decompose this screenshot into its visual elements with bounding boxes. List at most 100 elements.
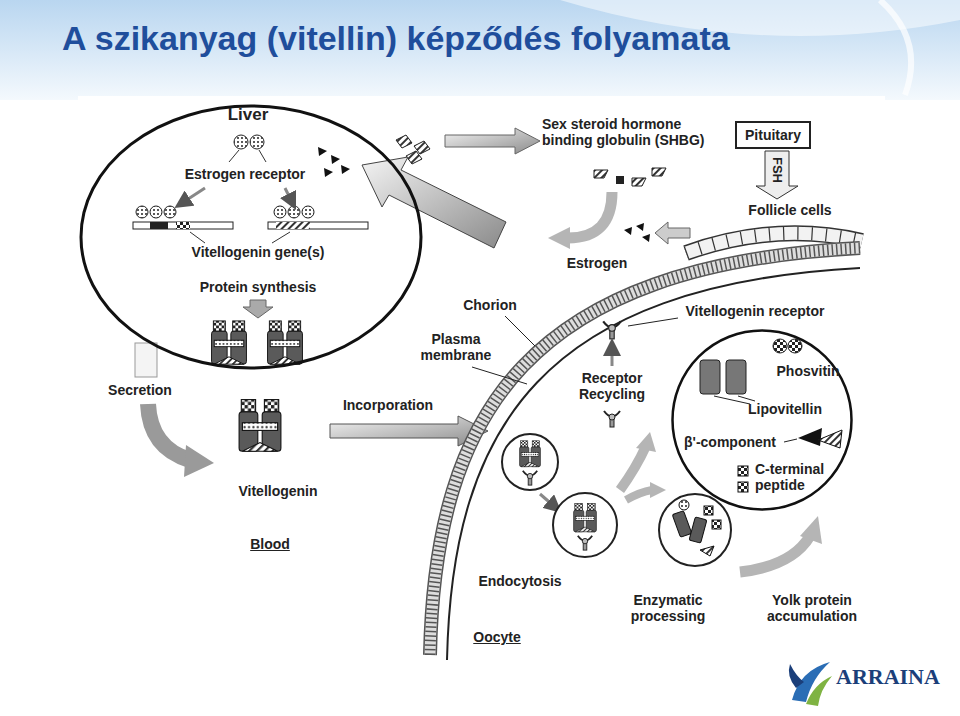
endocytosis-vesicles-part (700, 546, 714, 556)
endocytosis-vesicles-part (520, 441, 541, 467)
endocytosis-vesicles-part (689, 517, 707, 543)
endocytosis-vesicles-part (712, 520, 721, 529)
shbg-illustration-part (445, 128, 540, 154)
shbg-illustration-part (568, 192, 612, 238)
secretion-arrow-part (184, 445, 214, 477)
logo-icon (789, 662, 832, 706)
receptor-cycle-part (604, 411, 620, 427)
endocytosis-vesicles (502, 434, 822, 572)
yolk-illustration-part (773, 339, 787, 353)
yolk-component: Phosvitin (776, 363, 839, 379)
outline-shape (81, 106, 421, 368)
receptor-cycle-part (650, 482, 666, 498)
logo-icon-part (789, 664, 804, 688)
process-label: Incorporation (343, 397, 433, 413)
liver-illustration-part (268, 321, 303, 364)
oocyte-envelope-part (628, 318, 678, 326)
oocyte-envelope-part (472, 367, 527, 384)
endocytosis-vesicles-part (679, 500, 689, 510)
hormone-label: FSH (770, 157, 785, 183)
yolk-illustration-part (700, 360, 720, 394)
endocytosis-vesicles-part (740, 536, 810, 572)
liver-illustration-part (274, 206, 286, 218)
yolk-illustration-part (818, 430, 842, 448)
receptor-label: Vitellogenin receptor (686, 303, 825, 319)
yolk-illustration-part (788, 339, 802, 353)
endocytosis-vesicles-part (523, 471, 537, 485)
gland-box: Pituitary (735, 121, 811, 149)
shbg-illustration-part (362, 157, 506, 248)
yolk-illustration-part (738, 466, 748, 476)
shbg-illustration-part (655, 222, 690, 244)
layer-label: Plasma membrane (415, 331, 497, 363)
liver-illustration-part (268, 222, 368, 229)
hormone-label: Estrogen (567, 255, 628, 271)
vitellogenin-protein (239, 400, 281, 452)
process-label: Receptor Recycling (570, 370, 654, 402)
liver-illustration-part (212, 321, 247, 364)
endocytosis-vesicles-part (553, 493, 617, 557)
secretion-arrow-part (148, 404, 190, 460)
outline (78, 103, 424, 371)
yolk-illustration-part (726, 360, 746, 394)
callout-label: Sex steroid hormone binding globulin (SH… (542, 116, 730, 148)
cell-label: Follicle cells (748, 202, 831, 218)
compartment-label: Blood (250, 536, 290, 552)
process-label: Protein synthesis (200, 279, 317, 295)
liver-illustration-part (150, 222, 168, 229)
logo-text: ARRAINA (836, 664, 940, 689)
shbg-illustration-part (594, 168, 666, 186)
liver-illustration-part (243, 300, 273, 318)
yolk-illustration-part (784, 439, 797, 442)
yolk-illustration-part (798, 428, 822, 446)
slide-title: A szikanyag (vitellin) képződés folyamat… (62, 18, 730, 59)
layer-label: Chorion (463, 297, 517, 313)
shbg-illustration-part (616, 176, 624, 184)
receptor-cycle-part (620, 446, 646, 490)
receptor-cycle-part (636, 432, 656, 452)
process-label: Enzymatic processing (620, 592, 716, 624)
liver-illustration-part (250, 135, 264, 149)
outline-shape (673, 331, 852, 510)
receptor-cycle (603, 321, 666, 500)
process-label: Yolk protein accumulation (754, 592, 870, 624)
endocytosis-vesicles-part (704, 506, 713, 515)
yolk-circle: PhosvitinLipovitellinβ'-componentC-termi… (670, 328, 854, 512)
liver-illustration-part (133, 222, 233, 229)
endocytosis-vesicles-part (578, 536, 592, 550)
liver-illustration-part (234, 135, 248, 149)
liver-illustration-part (285, 188, 292, 202)
endocytosis-vesicles-part (540, 494, 555, 507)
receptor-label: Estrogen receptor (185, 166, 306, 182)
shbg-illustration-part (624, 223, 650, 242)
liver-illustration (133, 135, 368, 364)
liver-illustration-part (190, 232, 205, 243)
receptor-cycle-part (611, 347, 614, 366)
receptor-cycle-part (603, 321, 621, 339)
process-label: Secretion (108, 382, 172, 398)
yolk-illustration-part (738, 482, 748, 492)
organ-title: Liver (228, 105, 269, 125)
liver-illustration-part (272, 232, 290, 243)
fsh-arrow (756, 151, 798, 199)
compartment-label: Oocyte (473, 629, 520, 645)
oocyte-envelope-part (505, 316, 535, 346)
endocytosis-vesicles-part (800, 516, 822, 544)
endocytosis-vesicles-part (672, 511, 691, 538)
liver-illustration-part (176, 222, 190, 229)
header-band-part (880, 0, 911, 95)
shbg-illustration-part (548, 227, 570, 249)
liver-illustration-part (150, 206, 162, 218)
yolk-illustration-part (714, 396, 750, 404)
endocytosis-vesicles-part (574, 504, 597, 532)
liver-illustration-part (136, 206, 148, 218)
secretion-arrow-part (135, 343, 157, 377)
liver-illustration-part (259, 150, 266, 162)
endocytosis-vesicles-part (659, 494, 731, 566)
yolk-component: β'-component (684, 434, 776, 450)
liver-illustration-part (288, 206, 300, 218)
header-band-part (0, 0, 960, 100)
liver-illustration-part (229, 150, 239, 162)
yolk-illustration-part (738, 396, 755, 401)
